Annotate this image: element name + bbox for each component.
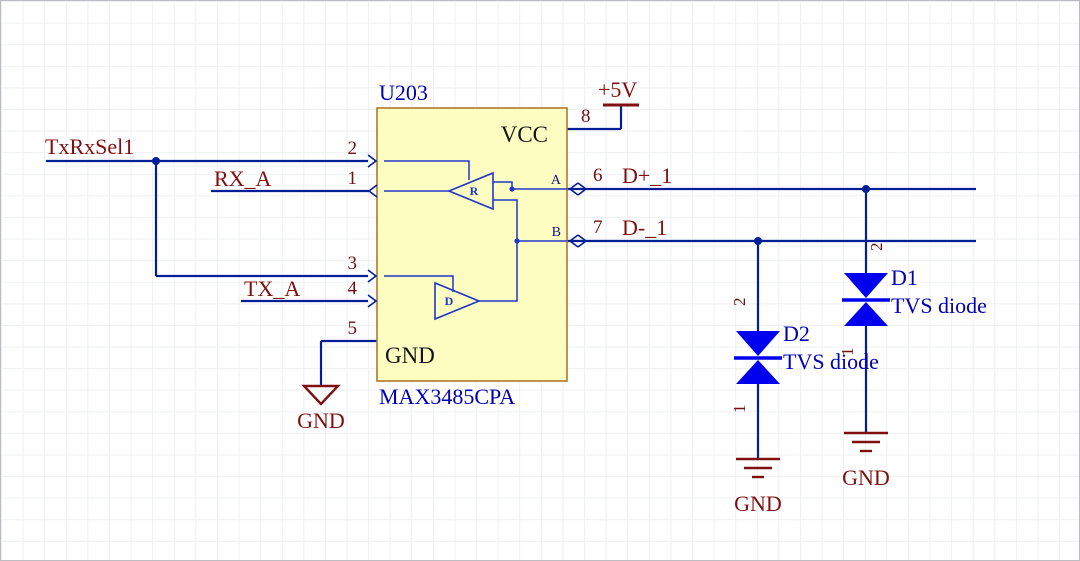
ic-internal-logic: R D bbox=[384, 160, 567, 321]
wires bbox=[46, 105, 976, 459]
pin-numbers: 2 1 3 4 5 8 6 7 bbox=[348, 106, 603, 339]
pin2-input-arrow-icon bbox=[367, 154, 378, 168]
pin4-input-arrow-icon bbox=[367, 294, 378, 308]
pin1-output-arrow-icon bbox=[367, 184, 378, 198]
junction-dot-txrxsel1 bbox=[152, 157, 160, 165]
internal-junction-a bbox=[509, 186, 515, 192]
internal-wire-re-enable bbox=[384, 160, 470, 180]
net-label-d-plus: D+_1 bbox=[622, 163, 672, 188]
net-label-txrxsel1: TxRxSel1 bbox=[45, 134, 134, 159]
ground-triangle-icon bbox=[301, 384, 341, 406]
gnd-label-d2: GND bbox=[734, 491, 782, 516]
tvs-diode-d2: D2 TVS diode 2 1 bbox=[730, 298, 879, 414]
d1-description: TVS diode bbox=[891, 293, 987, 318]
ic-part-number: MAX3485CPA bbox=[379, 384, 515, 409]
pin-arrows bbox=[367, 154, 588, 308]
vcc-net-label: +5V bbox=[598, 77, 637, 102]
pin6-bidir-arrow-left-icon bbox=[568, 182, 579, 196]
d1-pin-1: 1 bbox=[838, 348, 857, 357]
d1-pin-2: 2 bbox=[867, 243, 886, 252]
internal-wire-driver-out-b bbox=[479, 241, 518, 302]
gnd-label-ic: GND bbox=[297, 408, 345, 433]
net-label-rx-a: RX_A bbox=[214, 166, 272, 191]
net-label-d-minus: D-_1 bbox=[622, 215, 667, 240]
pin-number-6: 6 bbox=[593, 165, 603, 186]
tvs-d2-bottom-triangle-icon bbox=[736, 360, 780, 384]
d2-description: TVS diode bbox=[783, 349, 879, 374]
tvs-diode-d1: D1 TVS diode 2 1 bbox=[838, 243, 987, 357]
pin7-bidir-arrow-left-icon bbox=[568, 234, 579, 248]
d1-designator: D1 bbox=[891, 265, 918, 290]
internal-wire-de-enable bbox=[384, 275, 454, 292]
ic-vcc-label: VCC bbox=[501, 122, 548, 147]
net-label-tx-a: TX_A bbox=[244, 276, 300, 301]
pin-number-5: 5 bbox=[348, 318, 358, 339]
internal-wire-a bbox=[493, 181, 567, 190]
ic-designator: U203 bbox=[379, 80, 428, 105]
junction-dots bbox=[152, 157, 870, 245]
ic-gnd-label: GND bbox=[385, 343, 435, 368]
junction-dot-d2 bbox=[754, 237, 762, 245]
pin-number-3: 3 bbox=[348, 253, 358, 274]
tvs-d2-top-triangle-icon bbox=[736, 331, 780, 356]
ic-port-b-label: B bbox=[552, 225, 561, 240]
pin7-bidir-arrow-right-icon bbox=[577, 234, 588, 248]
tvs-d1-top-triangle-icon bbox=[844, 273, 888, 298]
receiver-buffer-icon bbox=[446, 171, 494, 211]
ic-body bbox=[376, 107, 568, 382]
earth-ground-d1-icon bbox=[844, 431, 888, 453]
tvs-d1-bottom-triangle-icon bbox=[844, 302, 888, 326]
power-symbols: +5V GND GND GND bbox=[297, 77, 890, 516]
ic-port-a-label: A bbox=[551, 173, 562, 188]
internal-wire-receiver-in-b bbox=[493, 199, 518, 241]
d2-pin-2: 2 bbox=[730, 298, 749, 307]
pin3-input-arrow-icon bbox=[367, 269, 378, 283]
pin-number-8: 8 bbox=[581, 106, 591, 127]
pin-number-1: 1 bbox=[348, 168, 358, 189]
junction-dot-d1 bbox=[862, 185, 870, 193]
receiver-letter: R bbox=[470, 184, 479, 198]
d2-pin-1: 1 bbox=[730, 405, 749, 414]
internal-junction-b bbox=[514, 238, 520, 244]
d2-designator: D2 bbox=[783, 321, 810, 346]
pin-number-2: 2 bbox=[348, 138, 358, 159]
ic-max3485: R D U203 MAX3485CPA VCC GND A B 2 1 3 4 … bbox=[348, 80, 603, 409]
pin6-bidir-arrow-right-icon bbox=[577, 182, 588, 196]
pin-number-7: 7 bbox=[593, 217, 603, 238]
driver-buffer-icon bbox=[434, 281, 482, 321]
driver-letter: D bbox=[445, 294, 454, 308]
net-labels: TxRxSel1 RX_A TX_A D+_1 D-_1 bbox=[45, 134, 672, 301]
pin-number-4: 4 bbox=[348, 278, 358, 299]
gnd-label-d1: GND bbox=[842, 465, 890, 490]
earth-ground-d2-icon bbox=[736, 457, 780, 479]
